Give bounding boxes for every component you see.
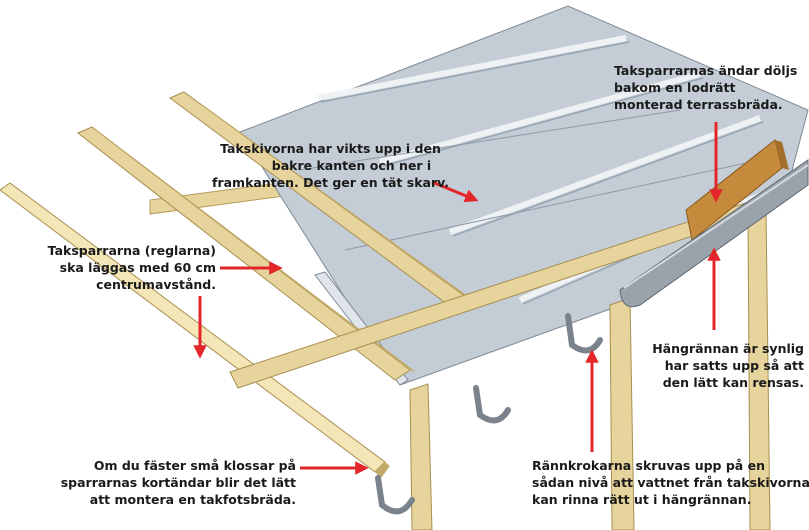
sheet-rib	[452, 121, 764, 237]
gutter-hook	[473, 385, 511, 424]
callout-taksparrar-andar: Taksparrarnas ändar döljs bakom en lodrä…	[614, 62, 797, 113]
callout-taksparrar-avstand: Taksparrarna (reglarna) ska läggas med 6…	[40, 242, 216, 293]
sheet-rib	[320, 41, 630, 103]
callout-takskivor-line-3: framkanten. Det ger en tät skarv.	[212, 175, 449, 190]
callout-rannkrokar-line-1: Rännkrokarna skruvas upp på en	[532, 458, 765, 473]
callout-avstand-line-3: centrumavstånd.	[96, 277, 216, 292]
annotation-arrows	[193, 122, 723, 475]
callout-hangranna-line-3: den lätt kan rensas.	[662, 375, 804, 390]
sheet-rib	[379, 71, 701, 165]
callout-takskivor-line-2: bakre kanten och ner i	[271, 158, 432, 173]
callout-klossar-line-1: Om du fäster små klossar på	[93, 458, 296, 473]
rafters	[0, 91, 476, 478]
callout-rannkrokar-line-2: sådan nivå att vattnet från takskivorna	[532, 475, 809, 490]
callout-takskivor-line-1: Takskivorna har vikts upp i den	[220, 141, 441, 156]
callout-andar-line-3: monterad terrassbräda.	[614, 97, 783, 112]
sheet-seam	[344, 159, 761, 251]
gutter-hook	[375, 475, 415, 515]
arrow-takskivor	[431, 180, 479, 203]
callout-klossar: Om du fäster små klossar på sparrarnas k…	[60, 457, 296, 508]
sheet-seam	[299, 109, 681, 171]
callout-hangranna: Hängrännan är synlig har satts upp så at…	[640, 340, 804, 391]
callout-rannkrokar-line-3: kan rinna rätt ut i hängrännan.	[532, 492, 752, 507]
terrace-board	[685, 139, 789, 241]
sheet-rib	[382, 77, 704, 167]
sheet-rib	[448, 115, 762, 235]
post	[409, 383, 433, 530]
callout-andar-line-2: bakom en lodrätt	[614, 80, 736, 95]
callout-andar-line-1: Taksparrarnas ändar döljs	[614, 63, 798, 78]
callout-hangranna-line-1: Hängrännan är synlig	[652, 341, 804, 356]
callout-rannkrokar: Rännkrokarna skruvas upp på en sådan niv…	[532, 457, 809, 508]
callout-takskivor: Takskivorna har vikts upp i den bakre ka…	[212, 140, 449, 191]
callout-hangranna-line-2: har satts upp så att	[664, 358, 804, 373]
sheet-rib	[317, 35, 627, 101]
callout-klossar-line-2: sparrarnas kortändar blir det lätt	[60, 475, 296, 490]
callout-avstand-line-2: ska läggas med 60 cm	[59, 260, 216, 275]
front-frame	[229, 194, 771, 530]
callout-avstand-line-1: Taksparrarna (reglarna)	[47, 243, 216, 258]
callout-klossar-line-3: att montera en takfotsbräda.	[89, 492, 296, 507]
gutter	[619, 159, 809, 308]
